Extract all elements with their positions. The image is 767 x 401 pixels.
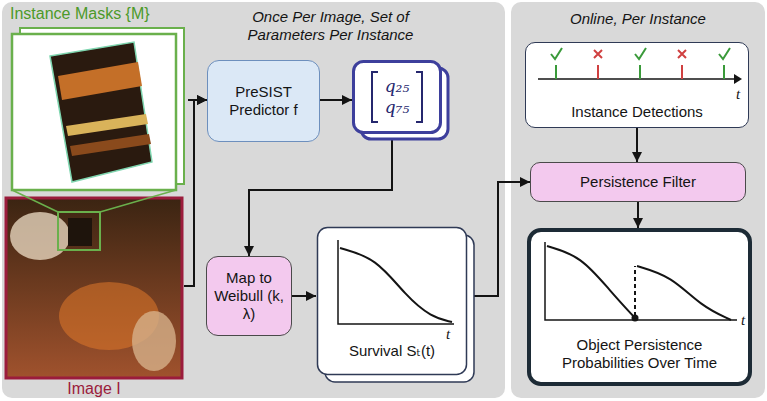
detection-tick: [723, 65, 725, 79]
leader-line: [100, 190, 176, 212]
parameter-box: q₂₅q₇₅: [352, 60, 442, 134]
matrix-bracket: [372, 72, 378, 122]
stack-front: [354, 62, 441, 133]
photo-glow: [59, 282, 159, 350]
process-box: PreSIST Predictor f: [207, 60, 320, 142]
axis-label: t: [446, 326, 450, 343]
node-label: PreSIST Predictor f: [214, 83, 313, 119]
check-mark: [635, 48, 646, 59]
matrix-bracket: [416, 72, 422, 122]
image-illustration: [4, 196, 184, 398]
crop-square: [58, 212, 100, 250]
detection-tick: [597, 65, 599, 79]
node-label: Object Persistence Probabilities Over Ti…: [545, 336, 735, 372]
stack-back: [361, 68, 448, 139]
flow-arrow: [636, 128, 638, 162]
node-label: Persistence Filter: [580, 173, 696, 191]
check-mark: [551, 48, 562, 59]
photo: [6, 198, 182, 378]
object-mask: [50, 42, 152, 182]
flow-arrow: [320, 99, 352, 101]
axis-label: t: [741, 312, 745, 329]
plot-axes: [545, 242, 737, 320]
reset-jump: [634, 266, 636, 316]
stage-panel: Once Per Image, Set of Parameters Per In…: [2, 2, 505, 398]
mask-frame: [12, 34, 176, 190]
cross-mark: [678, 50, 686, 58]
leader-line: [12, 190, 58, 212]
reset-dot: [632, 315, 639, 322]
detection-tick: [639, 65, 641, 79]
node-label: q₂₅: [385, 76, 410, 97]
node-label: q₇₅: [385, 97, 410, 118]
axis-label: t: [736, 86, 740, 103]
mask-stack: Instance Masks {M}: [6, 4, 188, 194]
node-label: Survival Sₜ(t): [349, 342, 435, 360]
node-label: Instance Detections: [571, 103, 703, 121]
plot-axes: [338, 240, 454, 324]
detection-tick: [681, 65, 683, 79]
survival-plot-box: Survival Sₜ(t): [316, 226, 468, 376]
process-box: Map to Weibull (k, λ): [206, 256, 292, 336]
output-plot-box: Object Persistence Probabilities Over Ti…: [527, 228, 752, 386]
flow-arrow: [292, 295, 316, 297]
time-axis: [538, 78, 735, 80]
image-frame: Image I: [4, 196, 184, 398]
process-box: Persistence Filter: [530, 162, 746, 202]
node-label: Instance Masks {M}: [10, 4, 150, 23]
detections-box: Instance Detections: [525, 42, 749, 128]
flow-arrow: [184, 100, 207, 286]
node-label: Map to Weibull (k, λ): [213, 269, 285, 323]
panel-heading: Online, Per Instance: [511, 2, 765, 28]
detection-tick: [555, 65, 557, 79]
object-band: [70, 134, 151, 156]
flow-arrow: [249, 134, 392, 256]
object-band: [58, 62, 142, 100]
axis-arrowhead: [734, 74, 742, 84]
image-border: [6, 198, 182, 378]
stage-panel: Online, Per InstanceInstance DetectionsP…: [511, 2, 765, 398]
persistence-curve: [547, 246, 635, 318]
stack-back: [325, 235, 474, 382]
check-mark: [719, 48, 730, 59]
photo-light: [10, 212, 70, 260]
mask-image: [12, 34, 176, 190]
mask-frame: [20, 28, 184, 184]
photo-object: [68, 218, 92, 246]
node-label: Image I: [67, 379, 120, 398]
survival-curve: [340, 248, 452, 322]
flow-arrow: [637, 202, 639, 228]
flow-arrow: [188, 99, 207, 101]
stack-front: [318, 228, 467, 375]
object-band: [66, 114, 148, 136]
cross-mark: [594, 50, 602, 58]
photo-person: [132, 311, 176, 371]
persistence-curve: [637, 266, 731, 320]
flow-arrow: [468, 182, 530, 296]
masks-illustration: [6, 4, 188, 194]
panel-heading: Once Per Image, Set of Parameters Per In…: [223, 2, 438, 44]
